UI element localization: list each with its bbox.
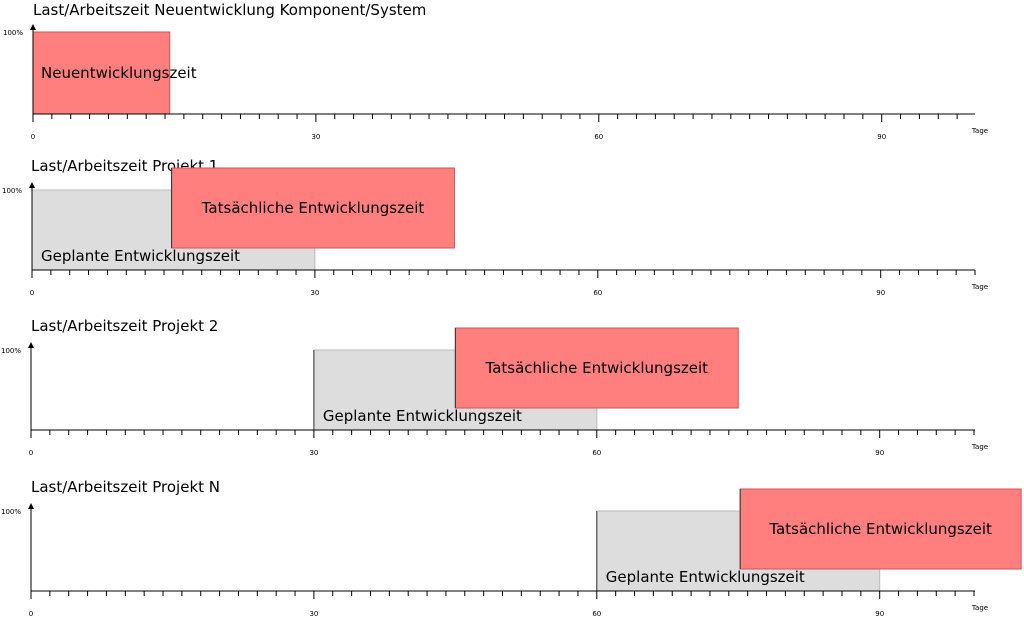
x-tick-label: 0 — [31, 133, 35, 141]
x-tick-label: 60 — [592, 449, 601, 457]
chart-panel-projekt-1: Last/Arbeitszeit Projekt 1 Geplante Entw… — [0, 156, 1024, 311]
actual-bar — [739, 488, 1022, 570]
actual-bar-label: Tatsächliche Entwicklungszeit — [201, 199, 425, 217]
chart-panel-neuentwicklung: Last/Arbeitszeit Neuentwicklung Komponen… — [0, 0, 1024, 155]
planned-bar-label: Geplante Entwicklungszeit — [41, 247, 240, 265]
x-axis-label: Tage — [971, 443, 988, 451]
planned-bar-label: Geplante Entwicklungszeit — [323, 407, 522, 425]
x-tick-label: 0 — [29, 449, 33, 457]
x-tick-label: 30 — [311, 133, 320, 141]
chart-svg: Neuentwicklungszeit 100% 0 30 60 90 Tage — [3, 24, 988, 141]
y-tick-label: 100% — [1, 508, 21, 516]
chart-panel-projekt-2: Last/Arbeitszeit Projekt 2 Geplante Entw… — [0, 316, 1024, 471]
x-tick-label: 60 — [592, 610, 601, 618]
x-axis-label: Tage — [971, 604, 988, 612]
actual-bar-label: Tatsächliche Entwicklungszeit — [768, 520, 992, 538]
y-axis-arrow — [28, 503, 34, 509]
planned-bar-label: Geplante Entwicklungszeit — [606, 568, 805, 586]
x-tick-label: 90 — [875, 610, 884, 618]
x-tick-label: 0 — [30, 289, 34, 297]
actual-bar — [32, 31, 171, 115]
chart-title: Last/Arbeitszeit Neuentwicklung Komponen… — [33, 1, 427, 19]
actual-bar-label: Tatsächliche Entwicklungszeit — [485, 359, 709, 377]
chart-svg: Geplante Entwicklungszeit Tatsächliche En… — [2, 167, 988, 297]
chart-title: Last/Arbeitszeit Projekt 2 — [31, 317, 219, 335]
chart-svg: Geplante Entwicklungszeit Tatsächliche En… — [1, 488, 1022, 618]
x-axis-label: Tage — [971, 283, 988, 291]
chart-svg: Geplante Entwicklungszeit Tatsächliche En… — [1, 327, 988, 457]
actual-bar — [454, 327, 739, 409]
y-tick-label: 100% — [3, 29, 23, 37]
x-tick-label: 0 — [29, 610, 33, 618]
y-tick-label: 100% — [1, 347, 21, 355]
x-tick-label: 60 — [594, 133, 603, 141]
actual-bar — [171, 167, 455, 249]
x-tick-label: 60 — [593, 289, 602, 297]
y-tick-label: 100% — [2, 187, 22, 195]
x-tick-label: 90 — [877, 133, 886, 141]
x-tick-label: 30 — [309, 610, 318, 618]
y-axis-arrow — [29, 182, 35, 188]
x-axis-label: Tage — [971, 127, 988, 135]
x-tick-label: 90 — [876, 289, 885, 297]
x-tick-label: 30 — [310, 289, 319, 297]
x-tick-label: 90 — [875, 449, 884, 457]
y-axis-arrow — [28, 342, 34, 348]
x-tick-label: 30 — [309, 449, 318, 457]
chart-title: Last/Arbeitszeit Projekt N — [31, 478, 221, 496]
actual-bar-label: Neuentwicklungszeit — [41, 64, 197, 82]
chart-panel-projekt-n: Last/Arbeitszeit Projekt N Geplante Entw… — [0, 477, 1024, 632]
y-axis-arrow — [30, 24, 36, 30]
